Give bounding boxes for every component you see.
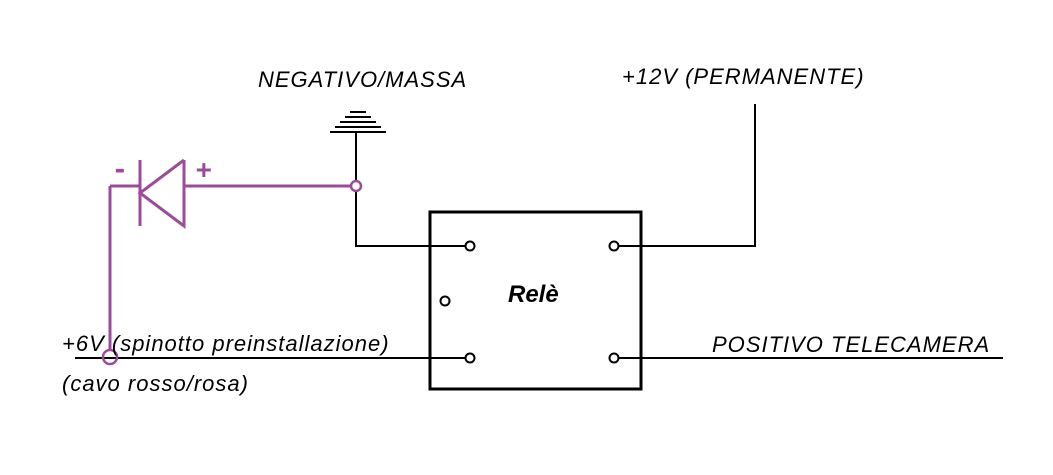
ground-label: NEGATIVO/MASSA (258, 67, 467, 92)
relay-terminal-top-right (608, 240, 620, 252)
diode-plus-label: + (196, 155, 212, 185)
diode-minus-label: - (112, 155, 128, 185)
ground-junction-node (349, 179, 363, 193)
diode-branch (108, 158, 356, 350)
relay-terminal-bottom-right (608, 352, 620, 364)
ground-wire (355, 192, 470, 247)
relay-box (428, 210, 643, 391)
relay-terminal-top-left (464, 240, 476, 252)
supply-wire (614, 104, 756, 247)
relay-terminal-bottom-left (464, 352, 476, 364)
input-junction-node (101, 348, 119, 366)
input-label-line2: (cavo rosso/rosa) (62, 371, 249, 396)
input-label-line1: +6V (spinotto preinstallazione) (62, 331, 390, 356)
supply-label: +12V (PERMANENTE) (622, 64, 865, 89)
output-label: POSITIVO TELECAMERA (712, 332, 990, 357)
relay-label: Relè (508, 281, 559, 308)
relay-terminal-middle-left (439, 295, 451, 307)
ground-symbol (330, 111, 386, 187)
